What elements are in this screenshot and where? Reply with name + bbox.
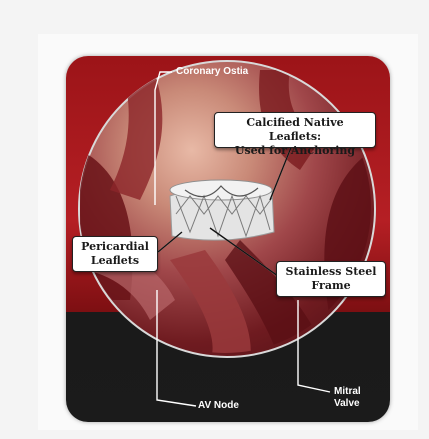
coronary-ostia-label: Coronary Ostia (176, 66, 248, 78)
mitral-line-1: Mitral (334, 386, 361, 398)
steel-line-2: Frame (283, 279, 379, 293)
av-node-label: AV Node (198, 400, 239, 412)
calcified-line-1: Calcified Native Leaflets: (221, 116, 369, 144)
steel-line-1: Stainless Steel (283, 265, 379, 279)
pericardial-line-1: Pericardial (79, 240, 151, 254)
pericardial-leaflets-callout: Pericardial Leaflets (72, 236, 158, 272)
stainless-steel-frame-callout: Stainless Steel Frame (276, 261, 386, 297)
mitral-line-2: Valve (334, 398, 361, 410)
pericardial-line-2: Leaflets (79, 254, 151, 268)
mitral-valve-label: Mitral Valve (334, 386, 361, 410)
valve-stent-icon (170, 180, 274, 240)
calcified-leaflets-callout: Calcified Native Leaflets: Used for Anch… (214, 112, 376, 148)
calcified-line-2: Used for Anchoring (221, 144, 369, 158)
